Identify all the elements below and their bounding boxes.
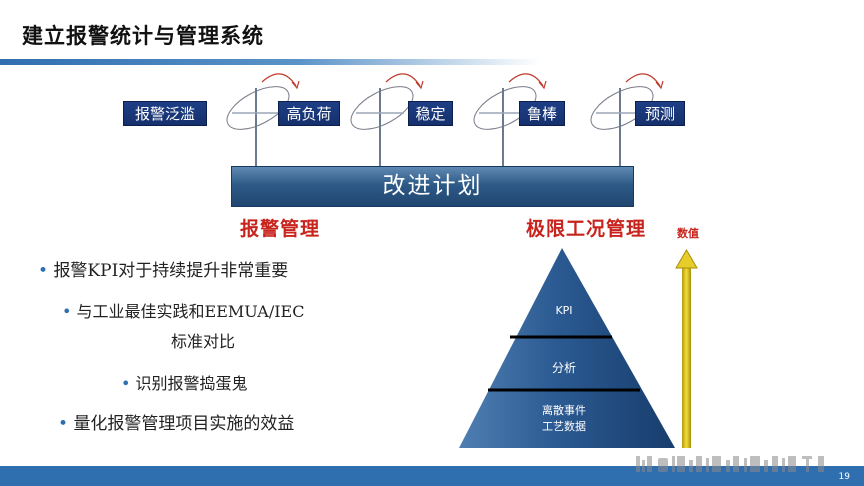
pyramid-level-kpi: KPI bbox=[555, 304, 572, 317]
stage-robust: 鲁棒 bbox=[519, 101, 565, 126]
bullet-dot-icon: • bbox=[58, 414, 69, 434]
sub-bullet-item: • 识别报警捣蛋鬼 bbox=[121, 370, 248, 394]
bullet-text: 报警KPI对于持续提升非常重要 bbox=[53, 261, 289, 281]
value-arrow-shaft bbox=[682, 264, 691, 448]
bullet-text: 量化报警管理项目实施的效益 bbox=[73, 414, 295, 434]
stage-high-load: 高负荷 bbox=[278, 101, 340, 126]
pyramid-shape bbox=[459, 248, 675, 448]
pyramid-level-analysis: 分析 bbox=[552, 361, 576, 375]
cycle-arrows-decoration bbox=[226, 73, 664, 166]
bullet-dot-icon: • bbox=[62, 302, 72, 321]
title-divider bbox=[0, 59, 540, 65]
sub-bullet-item: • 量化报警管理项目实施的效益 bbox=[58, 409, 294, 434]
stage-label: 预测 bbox=[644, 105, 675, 123]
bullet-text: 与工业最佳实践和EEMUA/IEC bbox=[76, 302, 305, 321]
stage-predictive: 预测 bbox=[635, 101, 685, 126]
improvement-plan-bar: 改进计划 bbox=[231, 166, 634, 207]
watermark-logo bbox=[636, 456, 824, 472]
value-axis-label: 数值 bbox=[677, 226, 699, 240]
value-arrow-head-icon bbox=[675, 249, 698, 269]
pyramid-level-events: 离散事件 bbox=[542, 403, 586, 417]
bullet-text: 识别报警捣蛋鬼 bbox=[135, 374, 248, 393]
section-abnormal-situation-management: 极限工况管理 bbox=[526, 218, 647, 240]
stage-label: 报警泛滥 bbox=[134, 105, 195, 123]
stage-label: 鲁棒 bbox=[526, 105, 557, 123]
stage-label: 高负荷 bbox=[286, 105, 332, 123]
pyramid-diagram: KPI 分析 离散事件 工艺数据 数值 bbox=[459, 226, 699, 448]
stage-stable: 稳定 bbox=[408, 101, 453, 126]
page-title: 建立报警统计与管理系统 bbox=[22, 24, 264, 48]
stage-alarm-flood: 报警泛滥 bbox=[123, 101, 207, 126]
bullet-dot-icon: • bbox=[38, 261, 49, 281]
stage-label: 稳定 bbox=[415, 105, 446, 123]
page-number: 19 bbox=[838, 472, 850, 482]
pyramid-level-process-data: 工艺数据 bbox=[542, 419, 586, 433]
section-alarm-management: 报警管理 bbox=[240, 218, 321, 240]
sub-bullet-item: • 与工业最佳实践和EEMUA/IEC 标准对比 bbox=[62, 297, 304, 357]
bullet-dot-icon: • bbox=[121, 374, 131, 393]
bullet-item: • 报警KPI对于持续提升非常重要 bbox=[38, 256, 288, 281]
bullet-text-continued: 标准对比 bbox=[171, 332, 236, 351]
